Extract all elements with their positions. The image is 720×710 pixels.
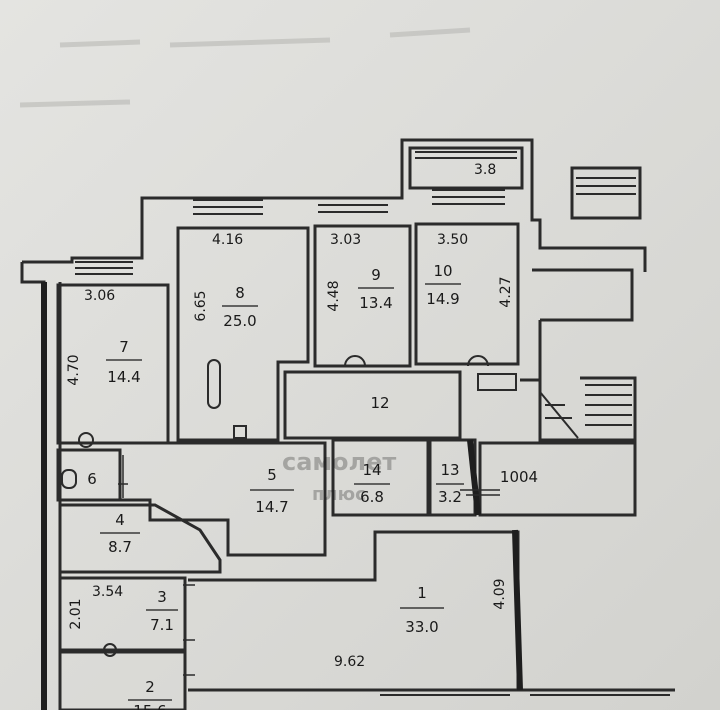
wall-ticks <box>118 455 500 676</box>
dim-room9-height: 4.48 <box>326 280 342 311</box>
room13-number: 13 <box>440 461 459 479</box>
window-room9 <box>318 197 388 213</box>
room9-number: 9 <box>371 266 381 284</box>
dim-room1-width: 9.62 <box>334 654 365 670</box>
room2-number: 2 <box>145 678 155 696</box>
sink-icon <box>477 373 517 391</box>
room1-area: 33.0 <box>405 618 438 636</box>
room5-area: 14.7 <box>255 498 288 516</box>
windows <box>75 151 670 696</box>
dim-room3-height: 2.01 <box>68 598 84 629</box>
dim-room10-height: 4.27 <box>498 276 514 307</box>
window-room8 <box>193 199 263 215</box>
room7-area: 14.4 <box>107 368 140 386</box>
faded-header-marks <box>19 27 471 108</box>
room8-area: 25.0 <box>223 312 256 330</box>
column-icon <box>233 425 247 439</box>
room2-area: 15.6 <box>133 702 166 710</box>
fixtures <box>61 355 517 657</box>
dim-room1-height: 4.09 <box>492 578 508 609</box>
room-labels: 7 14.4 8 25.0 9 13.4 10 14.9 12 6 5 14.7… <box>87 262 538 710</box>
toilet-icon <box>61 469 77 489</box>
room10-area: 14.9 <box>426 290 459 308</box>
watermark-line1: самолет <box>282 448 396 476</box>
stairs <box>539 384 632 439</box>
window-room10 <box>432 189 505 205</box>
room7-number: 7 <box>119 338 129 356</box>
room3-number: 3 <box>157 588 167 606</box>
room6-number: 6 <box>87 470 97 488</box>
room13-area: 3.2 <box>438 488 462 506</box>
door-swing-icon <box>344 355 366 367</box>
walls <box>20 138 675 710</box>
bathtub-icon <box>207 359 221 409</box>
dim-room3-width: 3.54 <box>92 584 123 600</box>
dim-room7-width: 3.06 <box>84 288 115 304</box>
room4-area: 8.7 <box>108 538 132 556</box>
radiator-circle-icon <box>78 432 94 448</box>
load-bearing-walls <box>41 282 523 710</box>
watermark: самолет плюс <box>282 448 396 505</box>
room3-area: 7.1 <box>150 616 174 634</box>
dim-room9-width: 3.03 <box>330 232 361 248</box>
watermark-line2: плюс <box>312 484 366 505</box>
room14-number: 14 <box>362 461 381 479</box>
dim-room8-height: 6.65 <box>193 290 209 321</box>
room9-area: 13.4 <box>359 294 392 312</box>
dim-balcony-width: 3.8 <box>474 162 496 178</box>
room4-number: 4 <box>115 511 125 529</box>
door-swing-icon <box>467 355 489 367</box>
room10-number: 10 <box>433 262 452 280</box>
window-right-block <box>576 177 636 195</box>
dimension-labels: 3.06 4.70 4.16 6.65 3.03 4.48 3.50 4.27 … <box>66 162 514 670</box>
radiator-circle-icon <box>103 643 117 657</box>
dim-room8-width: 4.16 <box>212 232 243 248</box>
dim-room7-height: 4.70 <box>66 354 82 385</box>
room1-number: 1 <box>417 584 427 602</box>
dim-room10-width: 3.50 <box>437 232 468 248</box>
window-balcony <box>415 151 517 159</box>
room14-area: 6.8 <box>360 488 384 506</box>
room5-number: 5 <box>267 466 277 484</box>
room12-number: 12 <box>370 394 389 412</box>
room8-number: 8 <box>235 284 245 302</box>
window-room7 <box>75 261 133 275</box>
room1004-number: 1004 <box>500 468 538 486</box>
